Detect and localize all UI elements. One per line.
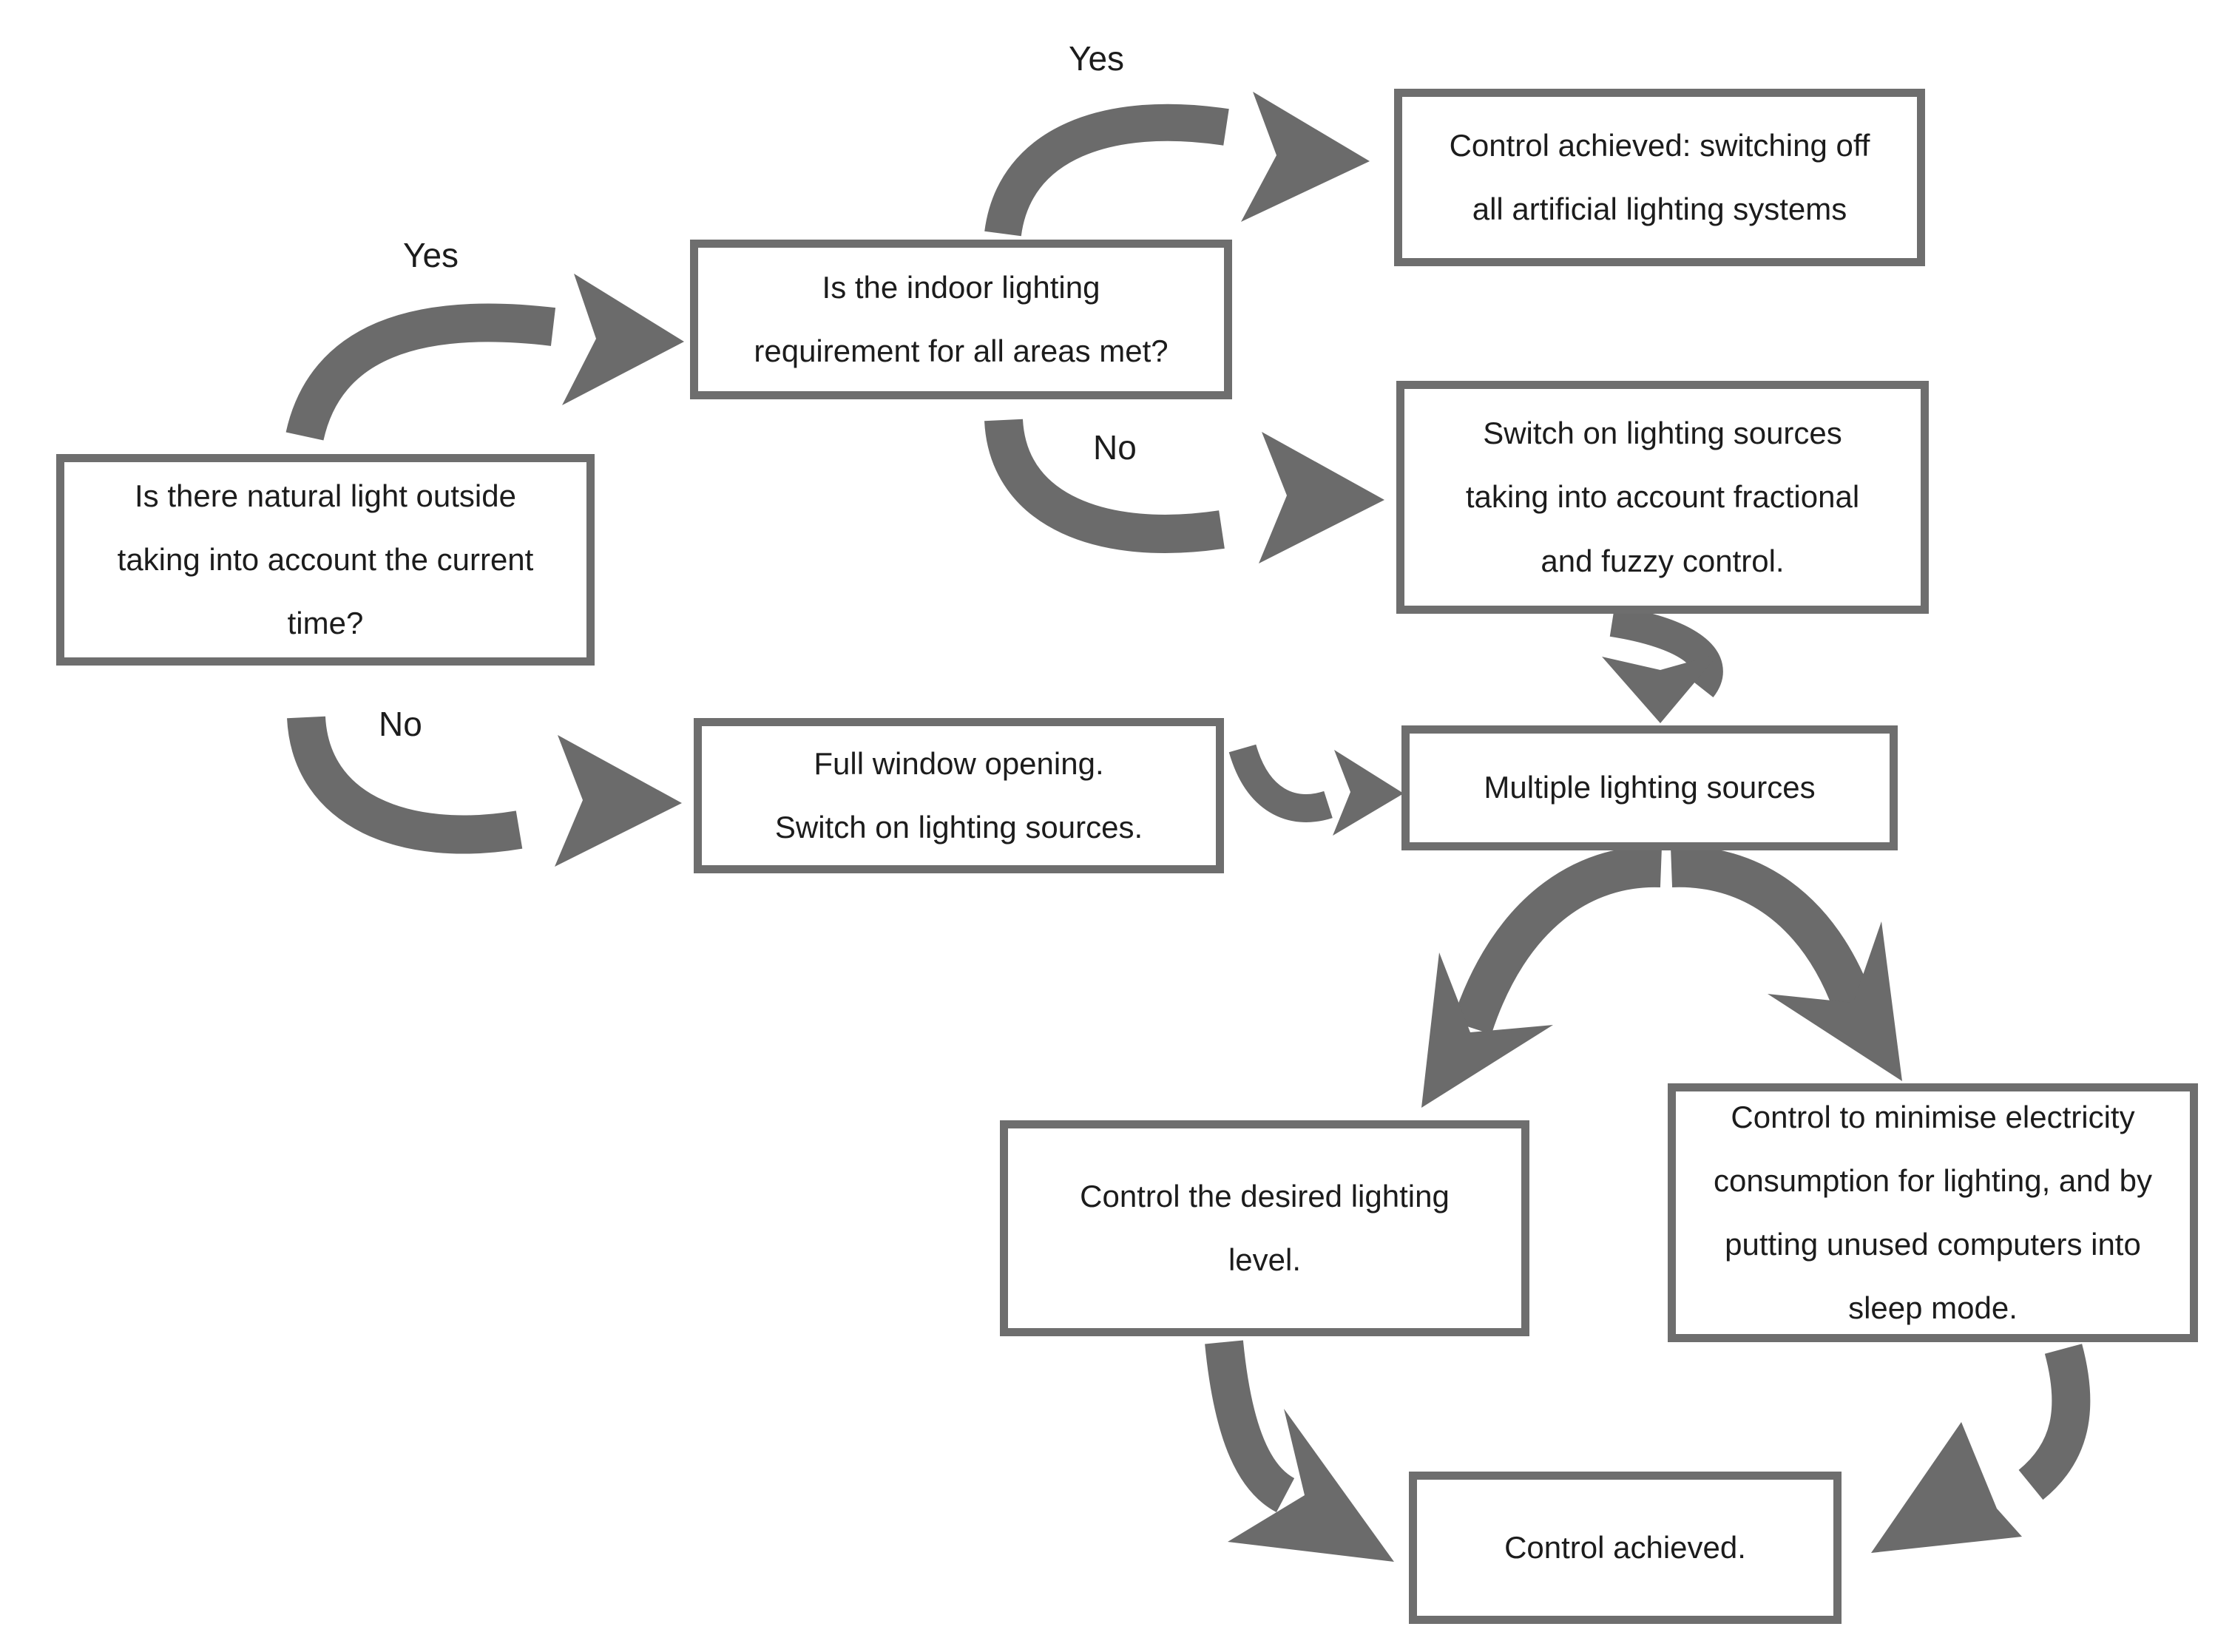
arrow-fullwindow-to-multiple: [1228, 744, 1404, 836]
arrow-body: [285, 303, 556, 441]
arrow-yes-natural-to-indoor: [285, 274, 684, 441]
node-indoor-requirement: Is the indoor lighting requirement for a…: [690, 240, 1232, 399]
arrow-yes-indoor-to-switchoff: [984, 92, 1370, 237]
node-desired-level: Control the desired lighting level.: [1000, 1120, 1529, 1336]
arrow-body: [1452, 845, 1663, 1035]
edge-label-yes-left: Yes: [403, 236, 459, 274]
arrow-head: [1333, 750, 1404, 836]
arrow-body: [984, 418, 1225, 553]
node-control-switch-off: Control achieved: switching off all arti…: [1394, 89, 1925, 266]
node-natural-light: Is there natural light outside taking in…: [56, 454, 595, 666]
arrow-body: [984, 104, 1229, 237]
arrow-body: [287, 715, 523, 854]
arrow-body: [1609, 606, 1723, 697]
arrow-head: [1871, 1422, 2022, 1553]
arrow-head: [555, 735, 682, 867]
edge-label-no-mid: No: [1093, 428, 1137, 467]
arrow-body: [1670, 845, 1873, 1012]
arrow-head: [1421, 952, 1553, 1108]
arrow-multiple-to-desired: [1421, 845, 1663, 1108]
arrow-fuzzy-to-multiple: [1602, 606, 1723, 723]
arrow-head: [1768, 921, 1902, 1081]
arrow-head: [1228, 1409, 1394, 1562]
edge-label-no-left: No: [379, 705, 422, 743]
arrow-no-natural-to-fullwindow: [287, 715, 682, 867]
arrow-body: [1228, 744, 1333, 822]
arrow-head: [562, 274, 684, 405]
arrow-multiple-to-minimise: [1670, 845, 1902, 1081]
edge-label-yes-top: Yes: [1069, 39, 1125, 78]
arrow-body: [1205, 1340, 1296, 1512]
node-minimise-consumption: Control to minimise electricity consumpt…: [1668, 1083, 2198, 1342]
arrow-head: [1259, 432, 1384, 563]
node-control-achieved: Control achieved.: [1409, 1472, 1842, 1624]
arrow-body: [2018, 1344, 2091, 1500]
node-multiple-sources: Multiple lighting sources: [1401, 725, 1898, 850]
arrow-minimise-to-achieved: [1871, 1344, 2091, 1553]
arrow-head: [1241, 92, 1370, 222]
node-switch-on-fuzzy: Switch on lighting sources taking into a…: [1396, 381, 1929, 614]
arrow-desired-to-achieved: [1205, 1340, 1394, 1562]
arrow-no-indoor-to-fuzzy: [984, 418, 1384, 563]
arrow-head: [1602, 654, 1719, 723]
node-full-window: Full window opening. Switch on lighting …: [694, 718, 1224, 873]
